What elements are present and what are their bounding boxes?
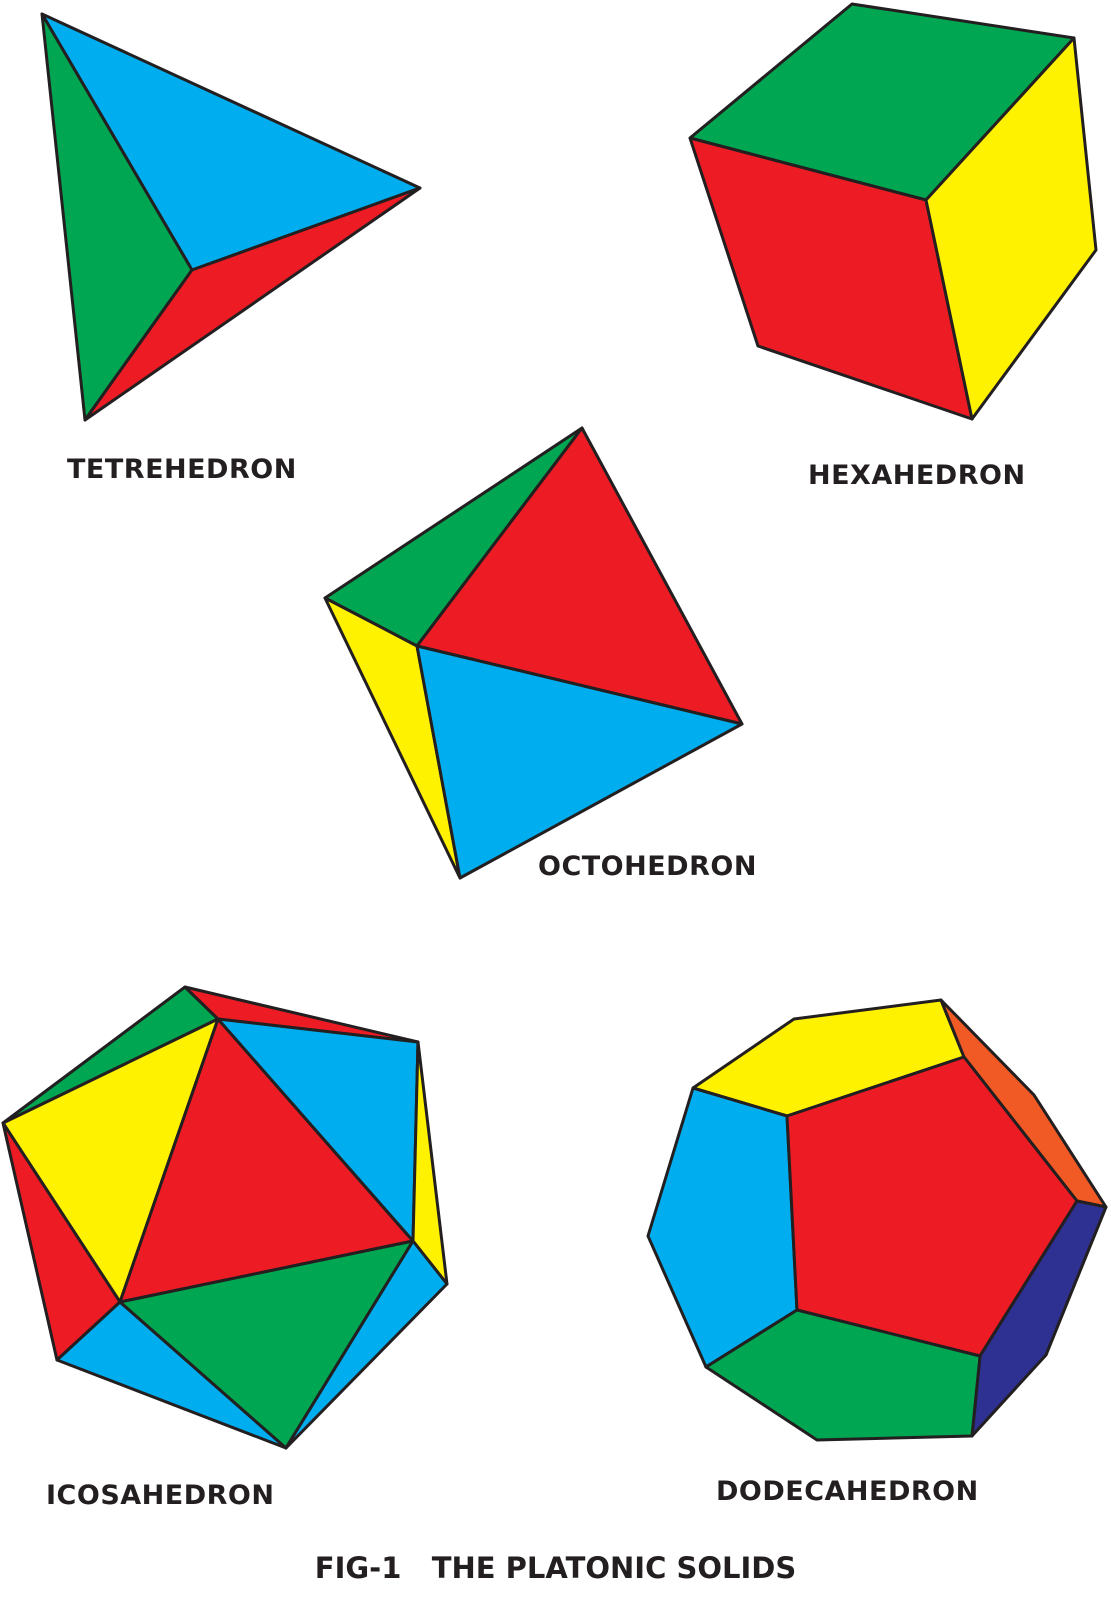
hexahedron-face-yellow [924,36,1098,421]
tetrahedron-face-red [83,186,422,422]
tetrahedron-drawing [40,12,422,422]
octahedron-label: OCTOHEDRON [538,851,757,882]
figure-caption: FIG-1 THE PLATONIC SOLIDS [314,1551,797,1585]
dodecahedron-label: DODECAHEDRON [716,1476,979,1507]
octahedron-drawing [323,426,744,880]
icosahedron-label: ICOSAHEDRON [46,1480,275,1511]
hexahedron-drawing [688,2,1098,421]
tetrahedron-label: TETREHEDRON [67,454,297,485]
dodecahedron-drawing [646,998,1108,1442]
dodecahedron-face-green [704,1308,982,1442]
octahedron-face-blue [415,644,744,880]
icosahedron-face-blue-bottom-right [284,1239,449,1450]
hexahedron-label: HEXAHEDRON [808,460,1026,491]
icosahedron-drawing [1,985,449,1450]
dodecahedron-face-navy [970,1199,1108,1438]
